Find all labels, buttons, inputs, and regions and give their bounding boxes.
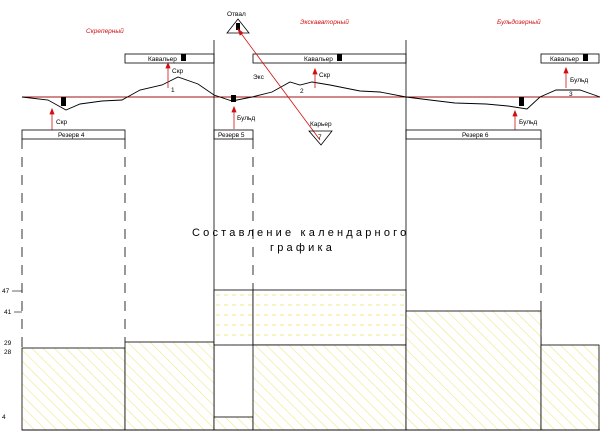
kavalier-3: Кавальер [540, 53, 600, 64]
marker-3 [519, 97, 524, 106]
kavalier-2: Кавальер [252, 53, 407, 64]
kavalier-3-label: Кавальер [550, 56, 579, 63]
section-number-2: 2 [300, 88, 304, 95]
section-number-3: 3 [569, 91, 573, 98]
quarry-triangle [308, 130, 333, 146]
reserve-6-label: Резерв 6 [462, 132, 489, 139]
reserve-5: Резерв 5 [213, 129, 254, 140]
section-type-scraper: Скреперный [86, 27, 124, 35]
section-number-1: 1 [171, 87, 175, 94]
bar-seg3-upper [213, 289, 254, 346]
excavator-short-label: Экс [253, 74, 265, 81]
bar-seg4-upper [252, 289, 407, 346]
kavalier-1: Кавальер [124, 53, 215, 64]
machine-label-buld2: Бульд [237, 115, 255, 122]
kavalier-2-label: Кавальер [304, 56, 333, 63]
section-number-7: 7 [318, 134, 322, 141]
y-tick-29: 29 [4, 340, 12, 347]
bar-seg6 [540, 344, 600, 431]
marker-2 [231, 95, 236, 102]
spoil-label: Отвал [227, 11, 246, 18]
machine-label-skr3: Скр [56, 119, 68, 126]
reserve-5-label: Резерв 5 [218, 132, 245, 139]
machine-label-skr2: Скр [319, 72, 331, 79]
bar-seg5 [405, 310, 542, 431]
reserve-6: Резерв 6 [405, 129, 542, 140]
y-tick-28: 28 [4, 349, 12, 356]
machine-label-buld3: Бульд [519, 119, 537, 126]
reserve-4: Резерв 4 [21, 129, 126, 140]
y-tick-4: 4 [2, 414, 6, 421]
y-tick-47: 47 [2, 288, 10, 295]
bar-seg2 [124, 341, 215, 431]
machine-label-buld1: Бульд [570, 77, 588, 84]
marker-1 [61, 97, 66, 106]
spoil-triangle [226, 18, 250, 34]
bar-seg4 [252, 344, 407, 431]
kavalier-1-label: Кавальер [148, 56, 177, 63]
title-line-1: Составление календарного [192, 227, 409, 239]
machine-label-skr1: Скр [172, 68, 184, 75]
spoil-marker [236, 23, 240, 30]
terrain-profile [21, 76, 601, 111]
title-line-2: графика [270, 242, 335, 254]
bar-seg3-lower [213, 416, 254, 431]
y-tick-41: 41 [4, 309, 12, 316]
reserve-4-label: Резерв 4 [58, 132, 85, 139]
section-type-bulldozer: Бульдозерный [497, 18, 541, 26]
section-type-excavator: Экскаваторный [300, 18, 349, 26]
quarry-label: Карьер [310, 121, 332, 128]
schedule-bars [21, 289, 600, 431]
bar-seg1 [21, 347, 126, 431]
